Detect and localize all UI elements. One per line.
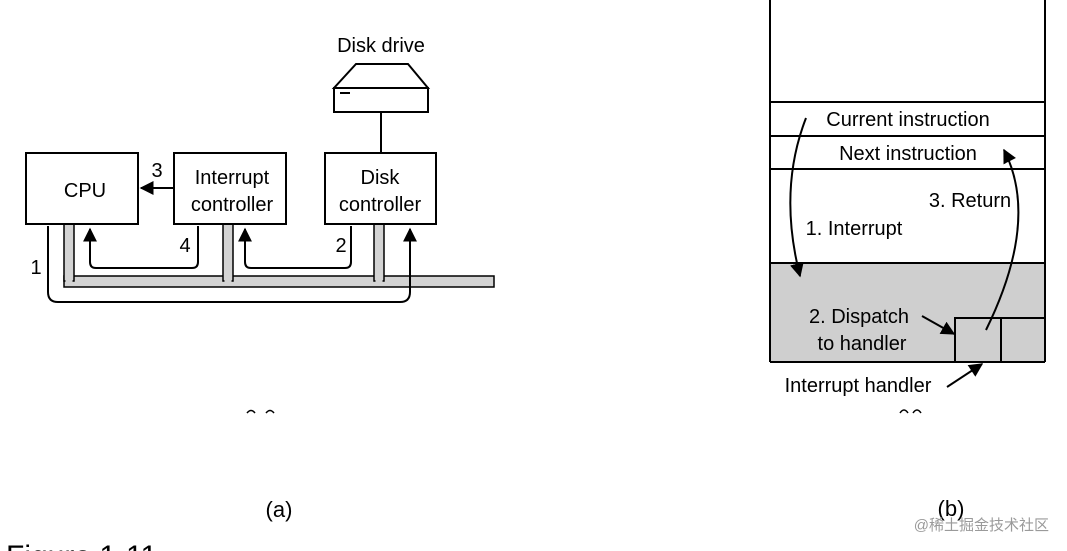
- next-instruction-label: Next instruction: [839, 143, 977, 165]
- interrupt-controller-label-1: Interrupt: [195, 167, 270, 189]
- handler-pointer-arrow: [946, 363, 984, 388]
- figure-label: Figure 1-11: [6, 540, 157, 551]
- interrupt-step-label: 1. Interrupt: [806, 218, 903, 240]
- disk-controller-label-2: controller: [339, 194, 422, 216]
- cpu-box: [25, 152, 139, 225]
- step-3-label: 3: [151, 160, 162, 182]
- interrupt-handler-label: Interrupt handler: [785, 375, 932, 397]
- cropped-caption-remnant: [246, 409, 275, 414]
- current-instruction-label: Current instruction: [826, 109, 989, 131]
- cpu-label: CPU: [64, 180, 106, 202]
- interrupt-controller-label-2: controller: [191, 194, 274, 216]
- panel-a: Disk drive CPU Interrupt controller Disk…: [25, 35, 495, 522]
- dispatch-label-2: to handler: [818, 333, 907, 355]
- step-1-arrow: [47, 226, 417, 303]
- bus: [63, 223, 495, 288]
- interrupt-arrow: [789, 117, 807, 278]
- caption-b: (b): [938, 496, 965, 521]
- dispatch-label-1: 2. Dispatch: [809, 306, 909, 328]
- step-2-arrow: [238, 226, 352, 269]
- dispatch-arrow: [921, 315, 956, 335]
- caption-a: (a): [266, 497, 293, 522]
- panel-b: Current instruction Next instruction 1. …: [769, 0, 1046, 521]
- return-arrow: [985, 148, 1020, 331]
- disk-controller-label-1: Disk: [361, 167, 401, 189]
- disk-drive-label: Disk drive: [337, 35, 425, 57]
- step-4-arrow: [83, 226, 199, 269]
- step-4-label: 4: [179, 235, 190, 257]
- interrupt-controller-box: [173, 152, 287, 225]
- watermark: @稀土掘金技术社区: [914, 517, 1049, 534]
- interrupt-handler-box: [954, 317, 1002, 363]
- disk-drive-icon: [331, 63, 431, 113]
- disk-controller-box: [324, 152, 437, 225]
- return-step-label: 3. Return: [929, 190, 1011, 212]
- step-2-label: 2: [335, 235, 346, 257]
- cropped-caption-remnant-b: [899, 409, 922, 414]
- step-1-label: 1: [30, 257, 41, 279]
